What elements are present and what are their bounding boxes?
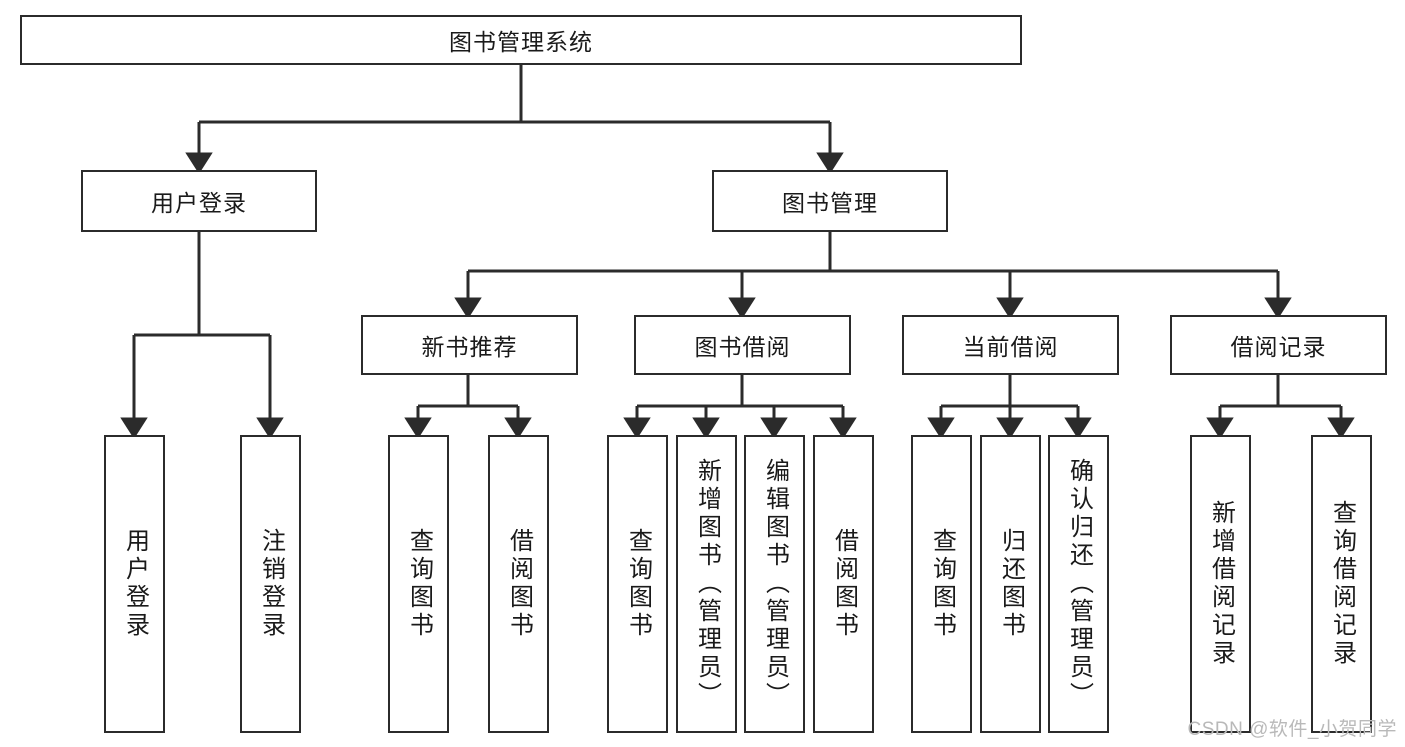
node-current-borrow[interactable]: 当前借阅 [902, 315, 1119, 375]
node-book-management[interactable]: 图书管理 [712, 170, 948, 232]
leaf-book-borrow-query-book[interactable]: 查询图书 [607, 435, 668, 733]
node-label: 归还图书 [997, 528, 1025, 640]
leaf-borrow-record-add-record[interactable]: 新增借阅记录 [1190, 435, 1251, 733]
node-label: 注销登录 [257, 528, 285, 640]
leaf-book-borrow-borrow-book[interactable]: 借阅图书 [813, 435, 874, 733]
node-borrow-record[interactable]: 借阅记录 [1170, 315, 1387, 375]
node-book-management-system[interactable]: 图书管理系统 [20, 15, 1022, 65]
leaf-current-borrow-return-book[interactable]: 归还图书 [980, 435, 1041, 733]
node-label: 当前借阅 [962, 334, 1059, 360]
node-label: 查询借阅记录 [1328, 500, 1356, 668]
leaf-user-login-logout[interactable]: 注销登录 [240, 435, 301, 733]
node-label: 用户登录 [151, 190, 247, 216]
node-label: 图书管理 [782, 190, 878, 216]
node-label: 新书推荐 [421, 334, 518, 360]
leaf-current-borrow-confirm-return-admin[interactable]: 确认归还（管理员） [1048, 435, 1109, 733]
leaf-new-book-borrow-book[interactable]: 借阅图书 [488, 435, 549, 733]
node-label: 图书借阅 [694, 334, 791, 360]
node-user-login[interactable]: 用户登录 [81, 170, 317, 232]
leaf-user-login-login[interactable]: 用户登录 [104, 435, 165, 733]
node-label: 编辑图书（管理员） [761, 458, 789, 710]
node-new-book-recommend[interactable]: 新书推荐 [361, 315, 578, 375]
node-book-borrow[interactable]: 图书借阅 [634, 315, 851, 375]
node-label: 借阅图书 [505, 528, 533, 640]
node-label: 查询图书 [928, 528, 956, 640]
leaf-book-borrow-add-book-admin[interactable]: 新增图书（管理员） [676, 435, 737, 733]
node-label: 确认归还（管理员） [1065, 458, 1093, 710]
node-label: 用户登录 [121, 528, 149, 640]
node-label: 新增图书（管理员） [693, 458, 721, 710]
leaf-new-book-query-book[interactable]: 查询图书 [388, 435, 449, 733]
node-label: 查询图书 [624, 528, 652, 640]
node-label: 新增借阅记录 [1207, 500, 1235, 668]
node-label: 查询图书 [405, 528, 433, 640]
node-label: 图书管理系统 [449, 29, 593, 55]
leaf-borrow-record-query-record[interactable]: 查询借阅记录 [1311, 435, 1372, 733]
node-label: 借阅记录 [1230, 334, 1327, 360]
node-label: 借阅图书 [830, 528, 858, 640]
leaf-current-borrow-query-book[interactable]: 查询图书 [911, 435, 972, 733]
leaf-book-borrow-edit-book-admin[interactable]: 编辑图书（管理员） [744, 435, 805, 733]
